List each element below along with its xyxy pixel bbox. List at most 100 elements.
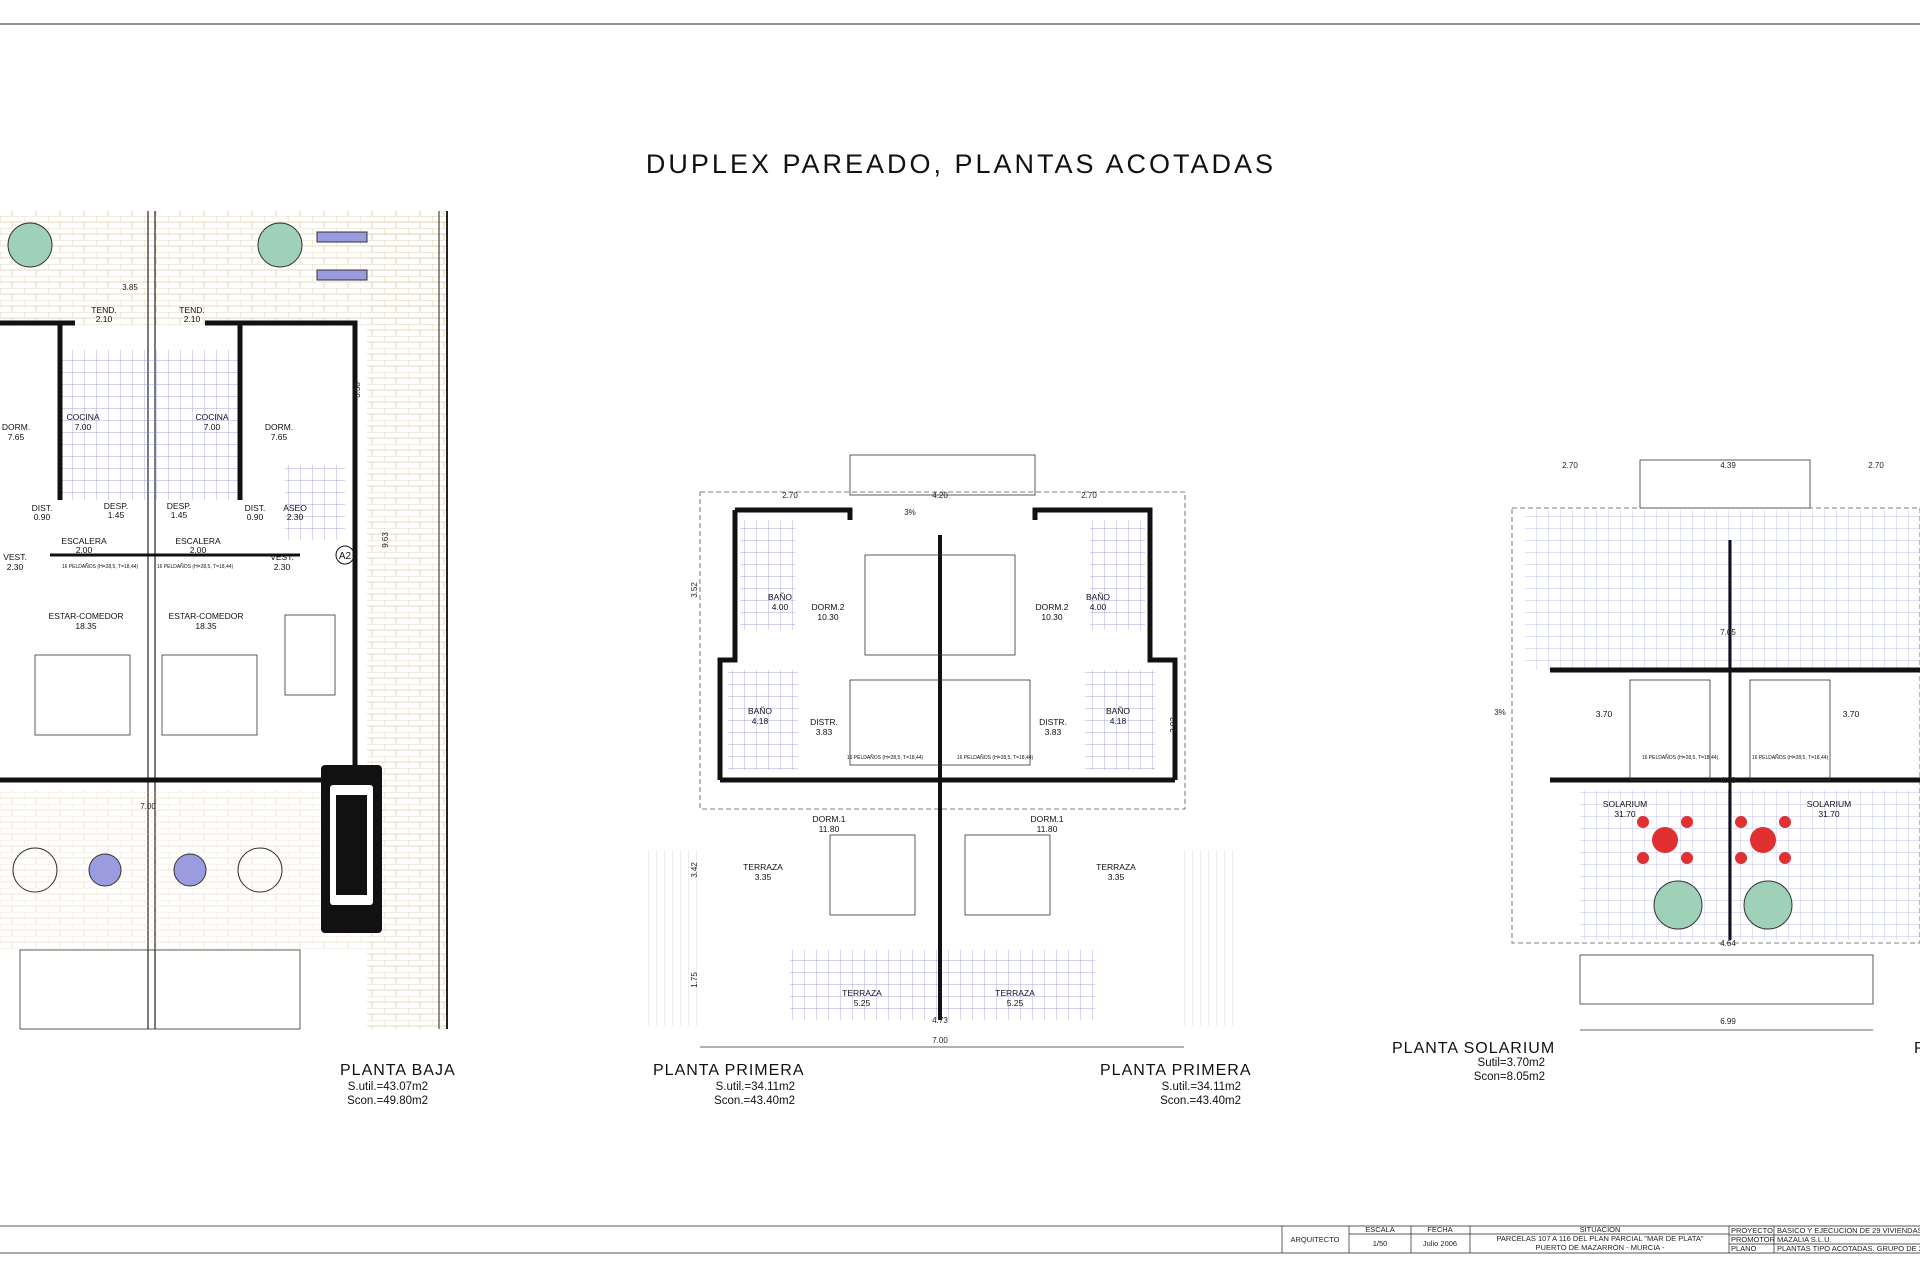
drawing-text: 2.70 [782, 491, 798, 500]
umbrella [7, 222, 303, 268]
svg-text:DESP.1.45: DESP.1.45 [167, 501, 191, 520]
drawing-text: 1/50 [1373, 1239, 1388, 1248]
drawing-text: 4.18 [752, 716, 769, 726]
drawing-text: BAÑO [748, 706, 772, 716]
drawing-text: ASEO [283, 503, 307, 513]
drawing-text: 16 PELDAÑOS (H=28,5, T=18,44) [847, 754, 924, 761]
drawing-text: 3.83 [1045, 727, 1062, 737]
drawing-text: 4.64 [1720, 939, 1736, 948]
drawing-text: Sutil=3.70m2 [1478, 1057, 1545, 1069]
drawing-text: S.util.=43.07m2 [348, 1081, 428, 1093]
drawing-text: 3.70 [1843, 709, 1860, 719]
svg-text:DISTR.3.83: DISTR.3.83 [1039, 717, 1067, 737]
drawing-text: 3.35 [1108, 872, 1125, 882]
drawing-text: 5.25 [1007, 998, 1024, 1008]
drawing-text: 16 PELDAÑOS (H=28,5, T=18,44) [62, 563, 139, 570]
drawing-text: 2.30 [7, 562, 24, 572]
drawing-text: ESCALERA [61, 536, 107, 546]
drawing-text: S.util.=34.11m2 [1162, 1081, 1241, 1093]
kitchen-tiles [60, 350, 240, 500]
drawing-text: PUERTO DE MAZARRON - MURCIA - [1536, 1243, 1665, 1252]
drawing-text: 18.35 [75, 621, 97, 631]
drawing-text: 1.75 [690, 972, 699, 988]
title-block: ARQUITECTO ESCALA 1/50 FECHA Julio 2006 … [0, 1225, 1920, 1254]
drawing-text: DESP. [104, 501, 128, 511]
drawing-text: TERRAZA [842, 988, 882, 998]
svg-text:VEST.2.30: VEST.2.30 [270, 552, 294, 572]
drawing-text: 3% [904, 508, 916, 517]
drawing-text: S.util.=34.11m2 [716, 1081, 795, 1093]
svg-text:DORM.111.80: DORM.111.80 [812, 814, 845, 834]
drawing-text: ESCALERA [175, 536, 221, 546]
svg-text:DORM.7.65: DORM.7.65 [2, 422, 30, 442]
svg-text:DIST.0.90: DIST.0.90 [245, 503, 266, 522]
drawing-text: 3.42 [690, 862, 699, 878]
drawing-text: 16 PELDAÑOS (H=28,5, T=18,44) [157, 563, 234, 570]
drawing-text: 16 PELDAÑOS (H=28,5, T=18,44) [1752, 754, 1829, 761]
drawing-text: PROYECTO [1731, 1226, 1773, 1235]
drawing-text: VEST. [270, 552, 294, 562]
drawing-text: 5.25 [854, 998, 871, 1008]
drawing-text: TERRAZA [1096, 862, 1136, 872]
drawing-text: DESP. [167, 501, 191, 511]
drawing-text: 2.30 [274, 562, 291, 572]
svg-text:TEND.2.10: TEND.2.10 [91, 305, 117, 324]
drawing-text: SOLARIUM [1603, 799, 1647, 809]
drawing-text: PLANO [1731, 1244, 1757, 1253]
drawing-text: 7.00 [140, 802, 156, 811]
drawing-text: ESTAR-COMEDOR [49, 611, 124, 621]
drawing-text: 31.70 [1614, 809, 1636, 819]
drawing-text: 11.80 [1037, 824, 1058, 834]
drawing-text: 31.70 [1818, 809, 1840, 819]
drawing-text: 6.99 [1720, 1017, 1736, 1026]
drawing-text: 0.90 [247, 512, 264, 522]
drawing-text: DORM. [2, 422, 30, 432]
drawing-text: 7.05 [1720, 628, 1736, 637]
drawing-text: 7.65 [271, 432, 288, 442]
drawing-text: 3.35 [755, 872, 772, 882]
drawing-text: 16 PELDAÑOS (H=28,5, T=18,44) [1642, 754, 1719, 761]
svg-text:DORM.210.30: DORM.210.30 [1035, 602, 1068, 622]
drawing-text: 7.00 [75, 422, 92, 432]
drawing-text: 3.85 [122, 283, 138, 292]
drawing-text: PARCELAS 107 A 116 DEL PLAN PARCIAL "MAR… [1496, 1234, 1703, 1243]
drawing-text: 2.00 [76, 545, 93, 555]
drawing-text: COCINA [195, 412, 228, 422]
table [173, 853, 207, 887]
plan-label: PLANTA PRIMERA [653, 1062, 805, 1079]
drawing-text: 4.20 [932, 491, 948, 500]
svg-text:DIST.0.90: DIST.0.90 [32, 503, 53, 522]
plan-label: PLANTA BAJA [340, 1062, 456, 1079]
drawing-text: 10.30 [1041, 612, 1063, 622]
plan-label: PLANTA PRIMERA [1100, 1062, 1252, 1079]
drawing-text: 2.70 [1868, 461, 1884, 470]
drawing-text: DORM.2 [811, 602, 844, 612]
drawing-text: BAÑO [1086, 592, 1110, 602]
drawing-text: DORM.1 [1030, 814, 1063, 824]
drawing-text: 1.45 [171, 510, 188, 520]
drawing-text: 4.73 [932, 1016, 948, 1025]
drawing-text: TEND. [91, 305, 117, 315]
svg-text:DORM.210.30: DORM.210.30 [811, 602, 844, 622]
drawing-text: TERRAZA [995, 988, 1035, 998]
svg-text:DORM.111.80: DORM.111.80 [1030, 814, 1063, 834]
svg-text:TEND.2.10: TEND.2.10 [179, 305, 205, 324]
umbrella [1743, 880, 1793, 930]
drawing-text: ESCALA [1365, 1225, 1395, 1234]
drawing-text: 3.03 [1169, 717, 1178, 733]
drawing-text: 4.39 [1720, 461, 1736, 470]
drawing-text: BAÑO [1106, 706, 1130, 716]
drawing-text: FECHA [1427, 1225, 1452, 1234]
sheet-title: DUPLEX PAREADO, PLANTAS ACOTADAS [646, 149, 1276, 179]
